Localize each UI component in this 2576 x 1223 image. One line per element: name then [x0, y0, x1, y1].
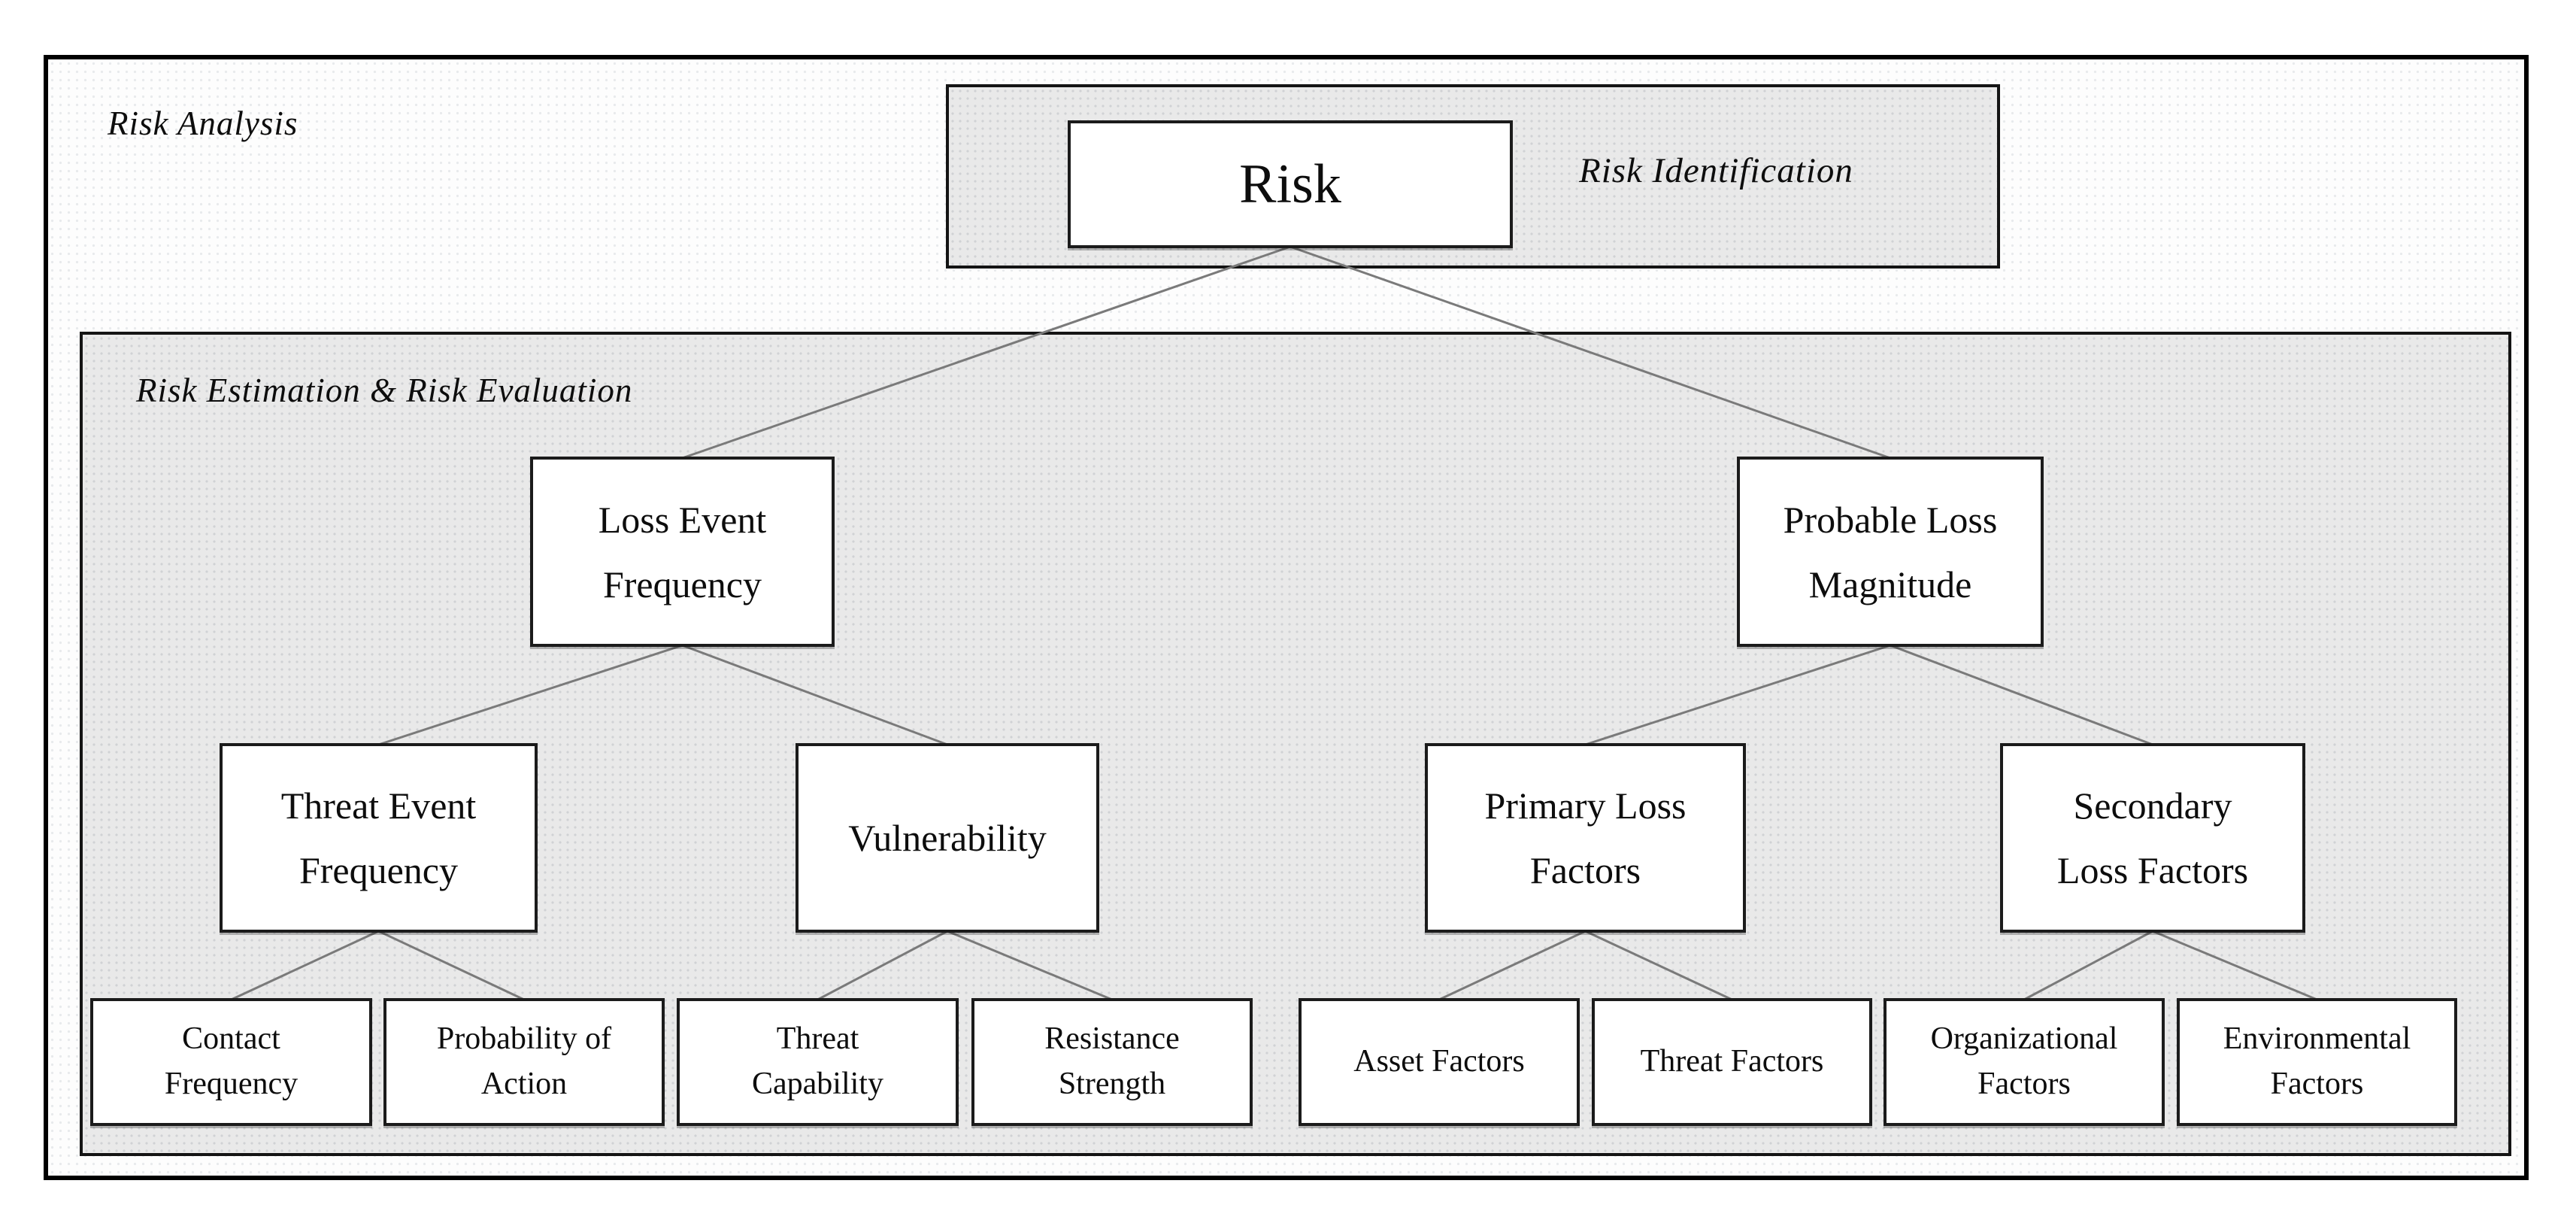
node-primary-loss-factors: Primary Loss Factors [1425, 743, 1746, 933]
node-secondary-loss-factors: Secondary Loss Factors [2000, 743, 2305, 933]
node-threat-capability: Threat Capability [677, 998, 959, 1126]
node-risk: Risk [1068, 120, 1513, 248]
node-organizational-factors: Organizational Factors [1884, 998, 2165, 1126]
node-environmental-factors: Environmental Factors [2177, 998, 2457, 1126]
node-resistance-strength: Resistance Strength [971, 998, 1253, 1126]
node-contact-frequency: Contact Frequency [90, 998, 372, 1126]
node-probability-of-action: Probability of Action [383, 998, 665, 1126]
risk-estimation-evaluation-label: Risk Estimation & Risk Evaluation [136, 372, 633, 409]
node-probable-loss-magnitude: Probable Loss Magnitude [1737, 457, 2044, 647]
node-asset-factors: Asset Factors [1299, 998, 1580, 1126]
risk-identification-label: Risk Identification [1579, 151, 1853, 190]
node-threat-event-frequency: Threat Event Frequency [220, 743, 538, 933]
node-loss-event-frequency: Loss Event Frequency [530, 457, 835, 647]
node-threat-factors: Threat Factors [1592, 998, 1872, 1126]
risk-analysis-label: Risk Analysis [108, 105, 299, 142]
node-vulnerability: Vulnerability [796, 743, 1099, 933]
